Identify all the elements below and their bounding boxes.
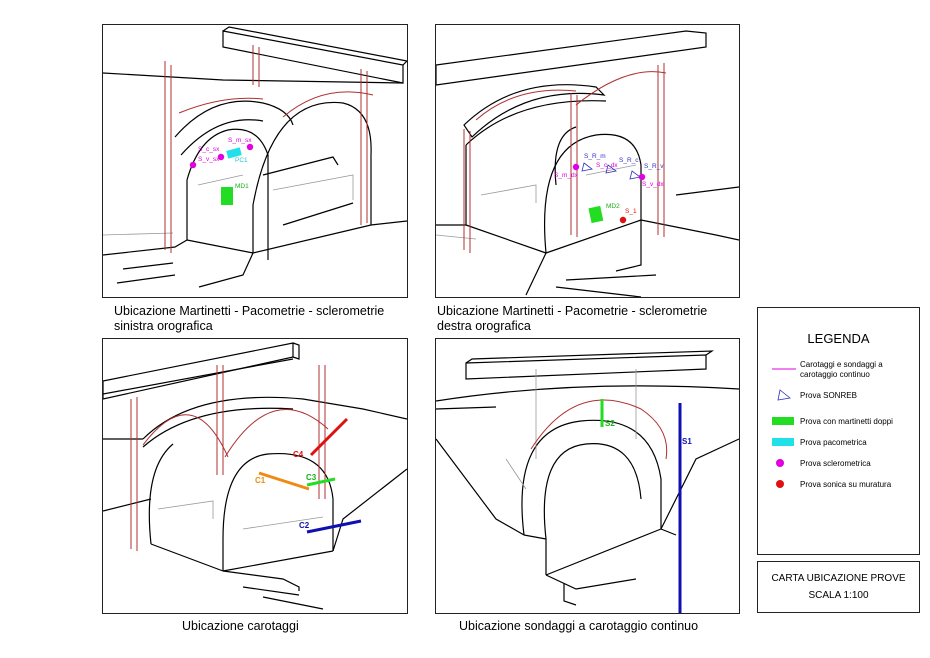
caption-panel2-line2: destra orografica xyxy=(437,319,531,333)
legend-item-jack: Prova con martinetti doppi xyxy=(758,414,919,434)
green-rect-icon xyxy=(772,417,794,425)
sclerometric-dot xyxy=(189,161,197,169)
label-c4: C4 xyxy=(293,450,304,459)
title-stamp: CARTA UBICAZIONE PROVE SCALA 1:100 xyxy=(757,561,920,613)
legend-item-sonic: Prova sonica su muratura xyxy=(758,477,919,497)
sonic-dot xyxy=(619,216,627,224)
magenta-dot-icon xyxy=(776,459,784,467)
left-bank-diagram xyxy=(103,26,407,288)
label-pc1: PC1 xyxy=(235,157,248,164)
panel-left-bank: S_m_sx S_c_sx S_v_sx PC1 MD1 xyxy=(102,24,408,298)
label-s-1: S_1 xyxy=(625,208,637,215)
sonreb-triangle-icon xyxy=(605,164,617,174)
magenta-line-icon xyxy=(772,368,796,370)
panel-boreholes: S2 S1 xyxy=(435,338,740,614)
legend-label-jack: Prova con martinetti doppi xyxy=(800,417,893,426)
legend-item-pacometric: Prova pacometrica xyxy=(758,435,919,455)
caption-panel2-line1: Ubicazione Martinetti - Pacometrie - scl… xyxy=(437,304,708,318)
boreholes-diagram xyxy=(436,350,739,613)
legend-label-pacometric: Prova pacometrica xyxy=(800,438,867,447)
core-c3-line xyxy=(306,477,336,487)
legend-label-cores-1: Carotaggi e sondaggi a xyxy=(800,360,883,369)
label-s-m-sx: S_m_sx xyxy=(228,137,252,144)
caption-panel4: Ubicazione sondaggi a carotaggio continu… xyxy=(459,619,699,633)
panel-right-bank: S_R_m S_R_c S_R_v S_m_dx S_c_dx S_v_dx M… xyxy=(435,24,740,298)
label-c2: C2 xyxy=(299,521,310,530)
stamp-scale: SCALA 1:100 xyxy=(808,590,869,601)
sonreb-triangle-icon xyxy=(629,170,641,180)
label-s1: S1 xyxy=(682,437,692,446)
label-s-v-sx: S_v_sx xyxy=(198,156,220,163)
jack-rect xyxy=(588,205,604,224)
deck-beam xyxy=(465,354,707,380)
right-bank-diagram xyxy=(436,30,739,297)
legend-label-sclerometric: Prova sclerometrica xyxy=(800,459,871,468)
panel-cores: C1 C3 C4 C2 xyxy=(102,338,408,614)
legend-label-sonreb: Prova SONREB xyxy=(800,391,857,400)
deck-beam xyxy=(103,342,294,400)
jack-rect xyxy=(221,187,233,205)
label-c1: C1 xyxy=(255,476,266,485)
deck-beam xyxy=(222,30,404,84)
legend-title: LEGENDA xyxy=(807,331,870,346)
label-c3: C3 xyxy=(306,473,317,482)
label-s-r-m: S_R_m xyxy=(584,153,606,160)
legend-item-sonreb: Prova SONREB xyxy=(758,388,919,408)
legend-box: LEGENDA Carotaggi e sondaggi a carotaggi… xyxy=(757,307,920,555)
core-c2-line xyxy=(306,519,362,534)
core-c4-line xyxy=(309,417,349,457)
caption-panel1: Ubicazione Martinetti - Pacometrie - scl… xyxy=(114,304,384,334)
label-md2: MD2 xyxy=(606,203,620,210)
legend-label-sonic: Prova sonica su muratura xyxy=(800,480,892,489)
label-s-v-dx: S_v_dx xyxy=(642,181,664,188)
sclerometric-dot xyxy=(217,153,225,161)
label-s-c-dx: S_c_dx xyxy=(596,162,618,169)
label-s-r-v: S_R_v xyxy=(644,163,664,170)
pacometric-rect xyxy=(226,147,242,159)
deck-beam xyxy=(436,30,707,86)
red-dot-icon xyxy=(776,480,784,488)
caption-panel3: Ubicazione carotaggi xyxy=(182,619,299,633)
caption-panel1-line2: sinistra orografica xyxy=(114,319,213,333)
legend-item-cores: Carotaggi e sondaggi a carotaggio contin… xyxy=(758,360,919,380)
caption-panel2: Ubicazione Martinetti - Pacometrie - scl… xyxy=(437,304,707,334)
stamp-title: CARTA UBICAZIONE PROVE xyxy=(771,573,906,584)
sonreb-triangle-icon xyxy=(581,162,593,172)
sclerometric-dot xyxy=(638,173,646,181)
caption-panel1-line1: Ubicazione Martinetti - Pacometrie - scl… xyxy=(114,304,385,318)
label-s2: S2 xyxy=(605,419,615,428)
label-s-r-c: S_R_c xyxy=(619,157,639,164)
cyan-rect-icon xyxy=(772,438,794,446)
legend-label-cores-2: carotaggio continuo xyxy=(800,370,870,379)
label-md1: MD1 xyxy=(235,183,249,190)
label-s-c-sx: S_c_sx xyxy=(198,146,220,153)
legend-item-sclerometric: Prova sclerometrica xyxy=(758,456,919,476)
core-c1-line xyxy=(258,471,310,491)
sclerometric-dot xyxy=(572,163,580,171)
sclerometric-dot xyxy=(246,143,254,151)
cores-diagram xyxy=(103,342,407,610)
sonreb-triangle-icon xyxy=(777,389,791,401)
label-s-m-dx: S_m_dx xyxy=(554,172,578,179)
